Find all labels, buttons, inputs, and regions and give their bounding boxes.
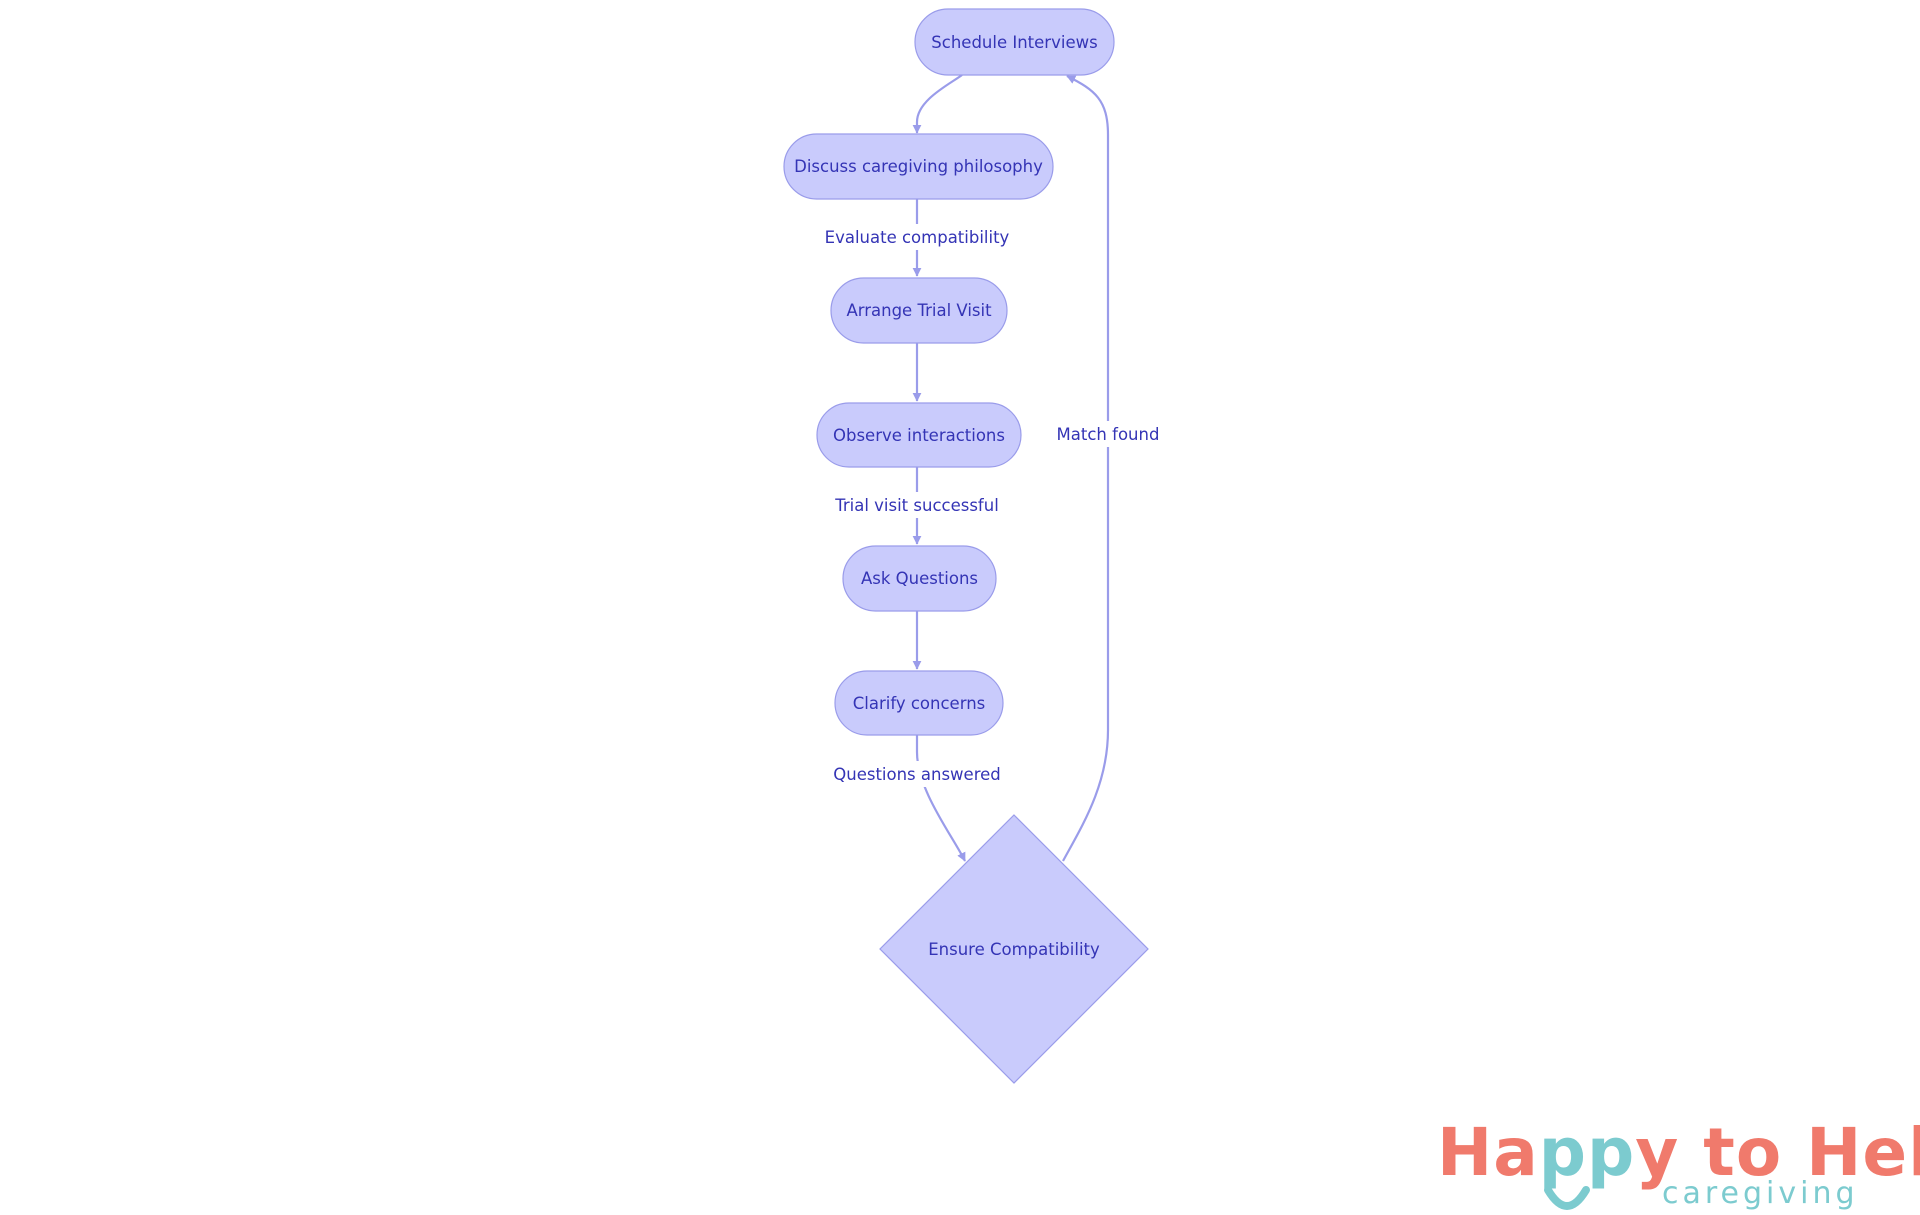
edge-label-text: Match found [1057, 425, 1160, 444]
node-ensure-compatibility: Ensure Compatibility [879, 814, 1149, 1084]
edges [912, 74, 1110, 862]
logo-wordmark-ha: Ha [1437, 1114, 1539, 1191]
edge-label-text: Trial visit successful [834, 496, 999, 515]
node-label: Arrange Trial Visit [846, 301, 992, 320]
edge-label-text: Evaluate compatibility [825, 228, 1010, 247]
edge-label-bg [1058, 421, 1158, 447]
edge-ensure-to-schedule [1062, 75, 1110, 862]
happy-to-help-logo: Happy to Help caregiving [1437, 1114, 1920, 1211]
edge-label-text: Questions answered [833, 765, 1001, 784]
node-observe-interactions: Observe interactions [816, 402, 1022, 468]
edge-label-match-found: Match found [1057, 421, 1160, 447]
node-label: Clarify concerns [853, 694, 986, 713]
nodes: Schedule Interviews Discuss caregiving p… [783, 8, 1149, 1084]
smile-icon [1544, 1186, 1590, 1210]
node-shape [914, 8, 1115, 76]
node-ask-questions: Ask Questions [842, 545, 997, 612]
node-discuss-caregiving-philosophy: Discuss caregiving philosophy [783, 133, 1054, 200]
node-label: Ensure Compatibility [928, 940, 1100, 959]
edge-schedule-to-discuss [912, 74, 963, 134]
decision-diamond [879, 814, 1149, 1084]
edge-clarify-to-ensure [915, 735, 966, 862]
node-clarify-concerns: Clarify concerns [834, 670, 1004, 736]
edge-label-bg [838, 492, 996, 518]
node-label: Ask Questions [861, 569, 978, 588]
edge-labels: Evaluate compatibility Trial visit succe… [825, 224, 1160, 787]
logo-wordmark-pp: pp [1539, 1114, 1636, 1191]
node-shape [834, 670, 1004, 736]
node-shape [816, 402, 1022, 468]
logo-tagline: caregiving [1662, 1176, 1859, 1211]
node-label: Schedule Interviews [931, 33, 1097, 52]
edge-label-trial-visit-successful: Trial visit successful [834, 492, 999, 518]
logo-wordmark-rest: y to Help [1635, 1114, 1920, 1191]
node-label: Observe interactions [833, 426, 1005, 445]
node-shape [783, 133, 1054, 200]
node-shape [830, 277, 1008, 344]
edge-label-evaluate-compatibility: Evaluate compatibility [825, 224, 1010, 250]
logo-wordmark: Happy to Help [1437, 1114, 1920, 1191]
node-arrange-trial-visit: Arrange Trial Visit [830, 277, 1008, 344]
edge-label-questions-answered: Questions answered [833, 761, 1001, 787]
node-shape [842, 545, 997, 612]
node-schedule-interviews: Schedule Interviews [914, 8, 1115, 76]
edge-label-bg [828, 224, 1006, 250]
node-label: Discuss caregiving philosophy [794, 157, 1043, 176]
edge-label-bg [838, 761, 996, 787]
